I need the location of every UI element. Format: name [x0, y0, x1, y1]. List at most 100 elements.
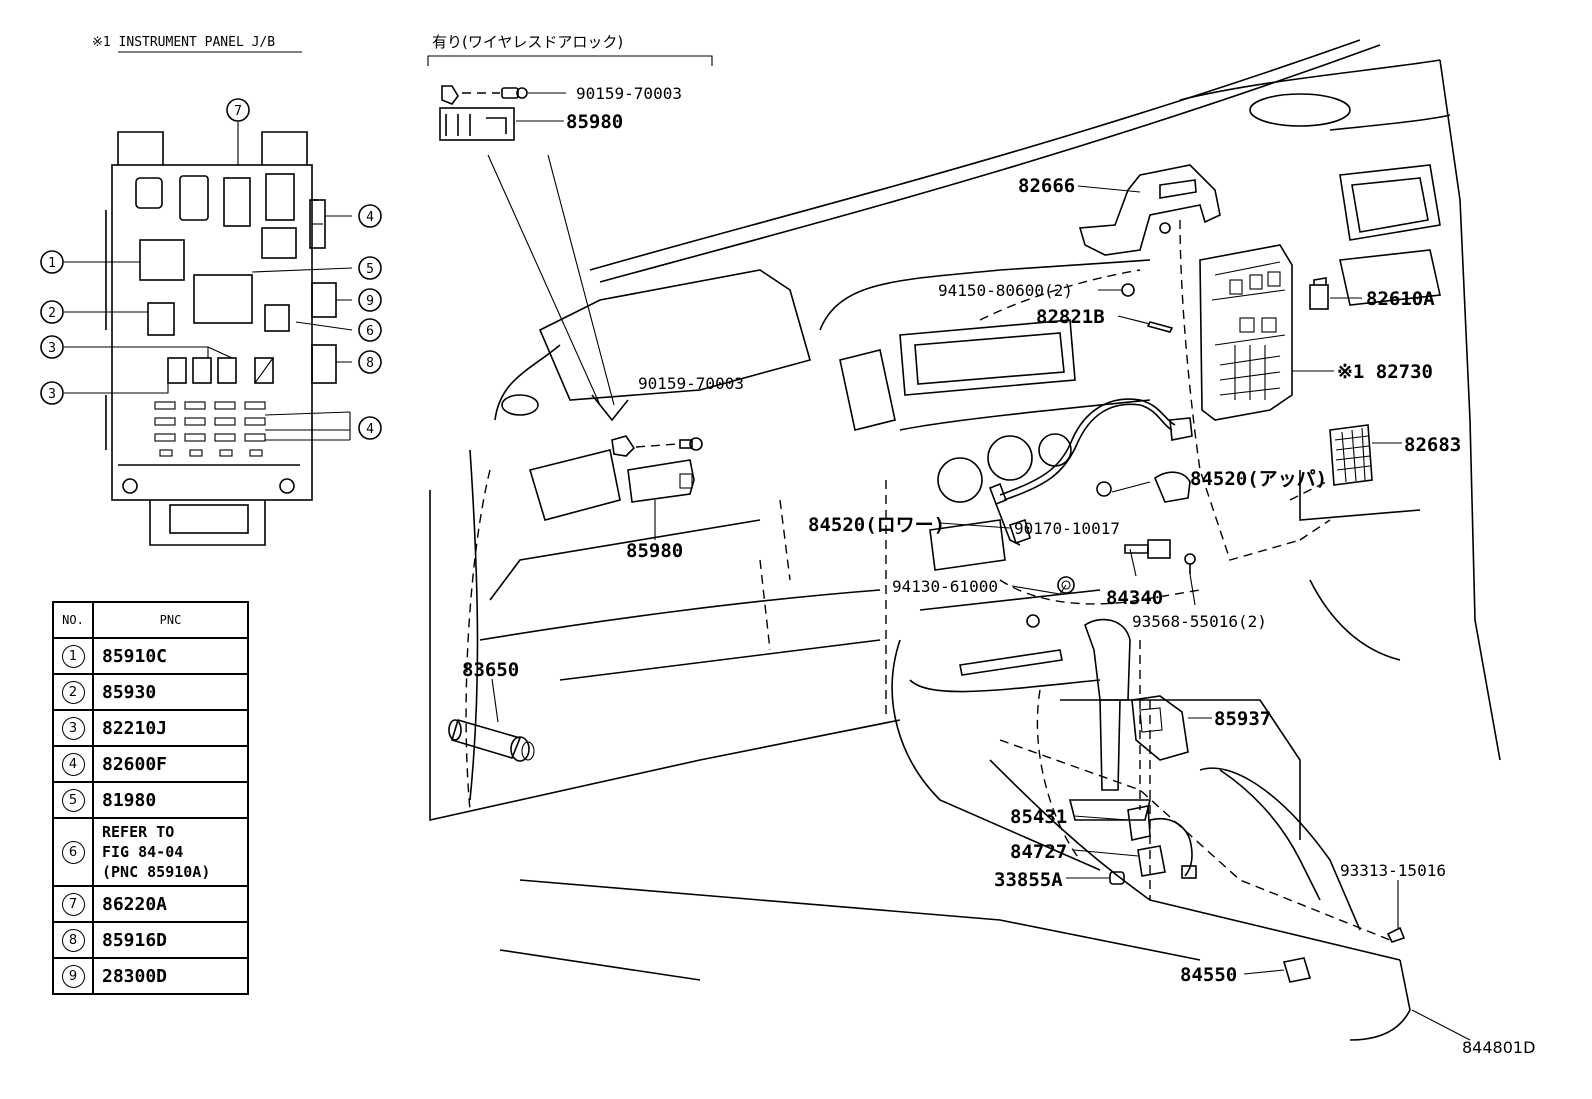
label-94130: 94130-61000: [892, 577, 998, 596]
label-85980-mid: 85980: [626, 540, 683, 562]
row-no: 3: [61, 716, 85, 740]
table-header-row: NO. PNC: [52, 601, 249, 639]
callout-6: 6: [358, 318, 382, 342]
callout-4b: 4: [358, 416, 382, 440]
label-85980-top: 85980: [566, 111, 623, 133]
row-no: 7: [61, 892, 85, 916]
part-94150-clip: [1121, 283, 1135, 297]
part-84727-switch: [1137, 845, 1166, 877]
label-84727: 84727: [1010, 841, 1067, 863]
part-82610a-relay: [1309, 277, 1329, 310]
label-82821b: 82821B: [1036, 306, 1105, 328]
svg-text:6: 6: [366, 324, 374, 339]
svg-text:5: 5: [366, 262, 374, 277]
callout-9: 9: [358, 288, 382, 312]
label-85431: 85431: [1010, 806, 1067, 828]
part-labels: 90159-70003 85980 82666 94150-80600(2) 8…: [462, 84, 1535, 1057]
part-84550-switch: [1282, 957, 1312, 983]
table-row: 6 REFER TO FIG 84-04 (PNC 85910A): [52, 817, 249, 887]
header-no: NO.: [52, 601, 94, 639]
svg-text:3: 3: [48, 341, 56, 356]
row-no: 8: [61, 928, 85, 952]
callout-1: 1: [40, 250, 64, 274]
svg-text:4: 4: [366, 422, 374, 437]
part-85937-module: [1131, 695, 1189, 761]
label-84340: 84340: [1106, 587, 1163, 609]
table-row: 2 85930: [52, 673, 249, 711]
svg-text:2: 2: [48, 306, 56, 321]
callout-5: 5: [358, 256, 382, 280]
junction-block-drawing: [64, 122, 353, 546]
option-parts-drawing: [439, 85, 629, 422]
label-83650: 83650: [462, 659, 519, 681]
part-94130-bolt: [1057, 576, 1075, 594]
callout-2: 2: [40, 300, 64, 324]
svg-text:7: 7: [234, 104, 242, 119]
label-82666: 82666: [1018, 175, 1075, 197]
label-85937: 85937: [1214, 708, 1271, 730]
part-93568-screw: [1184, 553, 1196, 574]
callout-4a: 4: [358, 204, 382, 228]
row-pnc: 28300D: [92, 957, 249, 995]
label-82610a: 82610A: [1366, 288, 1435, 310]
part-82683-panel: [1329, 424, 1373, 486]
table-row: 1 85910C: [52, 637, 249, 675]
label-33855a: 33855A: [994, 869, 1063, 891]
table-row: 4 82600F: [52, 745, 249, 783]
label-90159-mid: 90159-70003: [638, 374, 744, 393]
table-row: 5 81980: [52, 781, 249, 819]
leader-lines: [491, 185, 1471, 1041]
row-pnc: 86220A: [92, 885, 249, 923]
svg-text:1: 1: [48, 256, 56, 271]
row-pnc: 82210J: [92, 709, 249, 747]
svg-text:3: 3: [48, 387, 56, 402]
label-90159-top: 90159-70003: [576, 84, 682, 103]
label-93568: 93568-55016(2): [1132, 612, 1267, 631]
row-no: 5: [61, 788, 85, 812]
row-no: 2: [61, 680, 85, 704]
callout-3b: 3: [40, 381, 64, 405]
label-84520-upper: 84520(アッパ): [1190, 468, 1327, 490]
callout-7: 8: [358, 350, 382, 374]
option-bracket: [427, 55, 713, 66]
part-82666-bracket: [1078, 164, 1221, 256]
pnc-table: NO. PNC 1 85910C 2 85930 3 82210J 4 8260…: [52, 601, 249, 995]
option-title: 有り(ワイヤレスドアロック): [432, 33, 623, 51]
row-no: 4: [61, 752, 85, 776]
row-no: 9: [61, 964, 85, 988]
part-85431-switch: [1127, 805, 1197, 879]
row-pnc: REFER TO FIG 84-04 (PNC 85910A): [92, 817, 249, 887]
part-85980-mid-unit: [611, 435, 703, 540]
table-row: 7 86220A: [52, 885, 249, 923]
table-row: 9 28300D: [52, 957, 249, 995]
row-no: 6: [61, 840, 85, 864]
label-82683: 82683: [1404, 434, 1461, 456]
label-93313: 93313-15016: [1340, 861, 1446, 880]
row-pnc: 85916D: [92, 921, 249, 959]
row-pnc: 85910C: [92, 637, 249, 675]
part-93313-screw: [1386, 926, 1406, 943]
label-82730: ※1 82730: [1337, 361, 1433, 383]
dashboard-drawing: [429, 39, 1501, 1041]
label-84550: 84550: [1180, 964, 1237, 986]
table-row: 8 85916D: [52, 921, 249, 959]
part-84520-harness: [988, 398, 1193, 546]
callout-8: 7: [226, 98, 250, 122]
part-83650-cylinder: [448, 719, 535, 762]
part-33855a-cap: [1109, 871, 1125, 885]
svg-text:4: 4: [366, 210, 374, 225]
row-pnc: 85930: [92, 673, 249, 711]
part-90170-bolt: [1096, 481, 1112, 497]
part-82730-junction-block: [1199, 244, 1293, 421]
callout-3a: 3: [40, 335, 64, 359]
part-84340-switch: [1124, 539, 1171, 559]
figure-id: 844801D: [1462, 1038, 1535, 1057]
svg-text:8: 8: [366, 356, 374, 371]
jb-title: ※1 INSTRUMENT PANEL J/B: [92, 35, 275, 50]
label-94150: 94150-80600(2): [938, 281, 1073, 300]
svg-text:9: 9: [366, 294, 374, 309]
row-pnc: 82600F: [92, 745, 249, 783]
part-82821b-wire: [1146, 321, 1174, 333]
table-row: 3 82210J: [52, 709, 249, 747]
